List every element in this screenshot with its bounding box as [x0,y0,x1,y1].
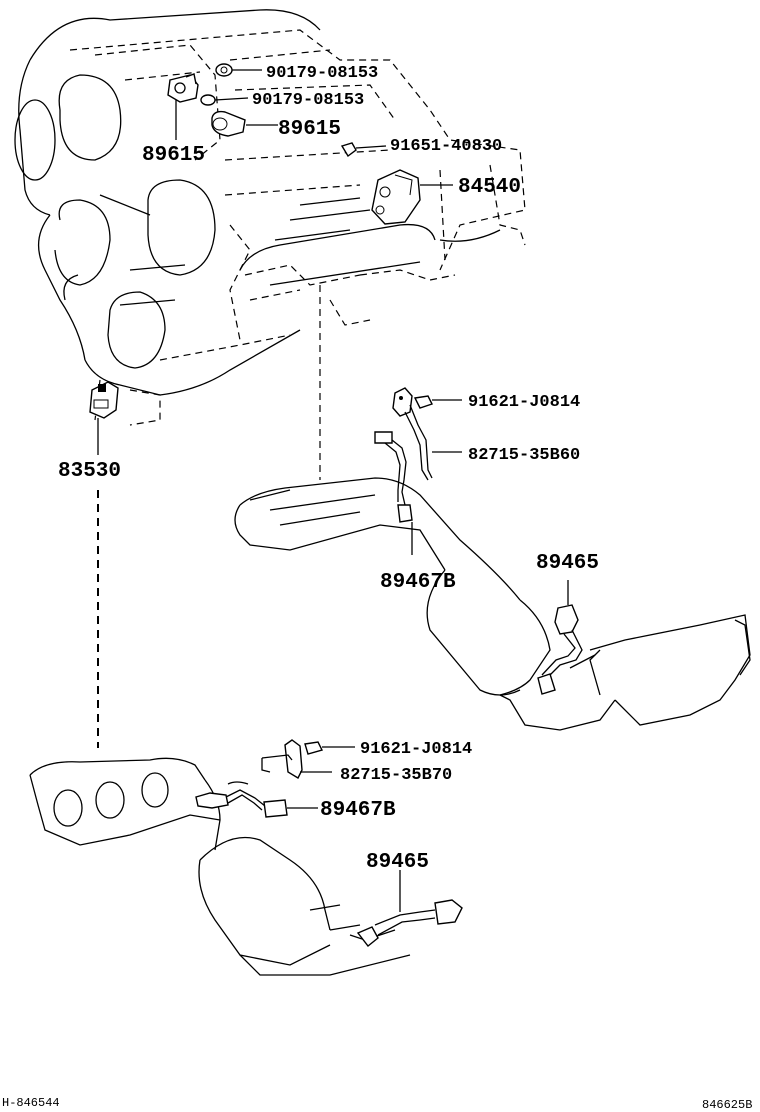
label-89615-a: 89615 [278,118,341,141]
label-91621-j0814-b: 91621-J0814 [360,740,472,759]
label-89465-a: 89465 [536,552,599,575]
label-91651-40830: 91651-40830 [390,137,502,156]
label-89615-b: 89615 [142,144,205,167]
label-91621-j0814-a: 91621-J0814 [468,393,580,412]
label-82715-35b70: 82715-35B70 [340,766,452,785]
label-90179-08153-b: 90179-08153 [252,91,364,110]
right-exhaust-assembly [234,285,751,731]
footer-right-code: 846625B [702,1098,752,1112]
leader-lines-upper [175,69,453,186]
knock-sensor [89,381,119,748]
label-89465-b: 89465 [366,851,429,874]
label-82715-35b60: 82715-35B60 [468,446,580,465]
left-exhaust-assembly [29,739,463,976]
cam-position-sensor-group [167,63,421,225]
label-90179-08153-a: 90179-08153 [266,64,378,83]
label-89467b-b: 89467B [320,799,396,822]
label-83530: 83530 [58,460,121,483]
footer: H-846544 846625B [2,1096,752,1112]
label-84540: 84540 [458,176,521,199]
footer-left-code: H-846544 [2,1096,60,1110]
label-89467b-a: 89467B [380,571,456,594]
part-labels: 90179-08153 90179-08153 89615 89615 9165… [58,64,599,874]
